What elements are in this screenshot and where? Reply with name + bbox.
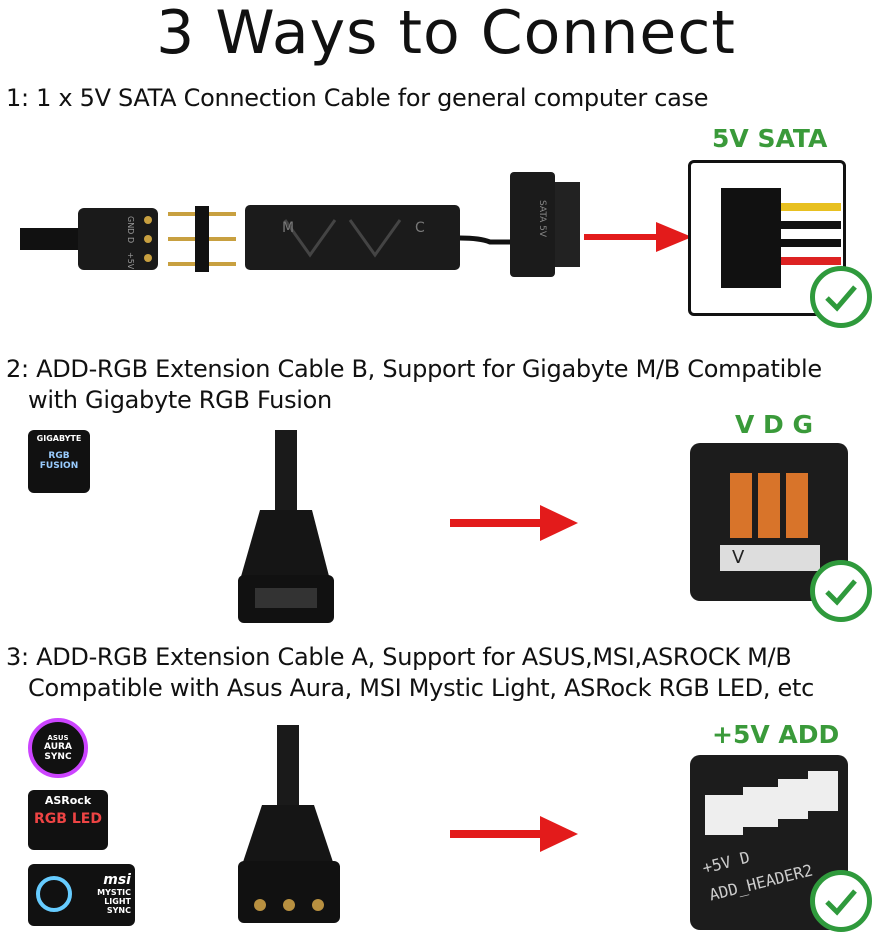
rgb-connector (78, 208, 158, 270)
check-icon (810, 266, 872, 328)
section-3-heading: 3: ADD-RGB Extension Cable A, Support fo… (6, 643, 792, 671)
section-2-heading: 2: ADD-RGB Extension Cable B, Support fo… (6, 355, 822, 383)
sata-label: 5V SATA (712, 124, 828, 153)
cable (20, 228, 80, 250)
connector-mark-5v: +5V (126, 252, 135, 270)
section-1-heading: 1: 1 x 5V SATA Connection Cable for gene… (6, 84, 709, 112)
sata-plug (510, 172, 555, 277)
arrow-2 (450, 505, 578, 541)
arrow-1 (584, 222, 692, 252)
section-2-subheading: with Gigabyte RGB Fusion (28, 386, 332, 414)
cable-a-connector (238, 725, 340, 923)
section-3-subheading: Compatible with Asus Aura, MSI Mystic Li… (28, 674, 814, 702)
cable-b-connector (238, 430, 334, 623)
color-button: C (415, 220, 425, 236)
arrow-3 (450, 816, 578, 852)
vdg-label: V D G (735, 410, 814, 439)
gigabyte-header-photo: V (690, 443, 848, 601)
5v-add-label: +5V ADD (712, 720, 840, 749)
controller-box (245, 205, 460, 270)
connector-mark-d: D (126, 237, 135, 243)
mode-button: M (282, 220, 294, 236)
page-title: 3 Ways to Connect (156, 0, 736, 68)
sata-plug-label: SATA 5V (537, 200, 547, 238)
gigabyte-rgb-fusion-logo: GIGABYTE RGB FUSION (28, 430, 90, 493)
check-icon (810, 560, 872, 622)
header-mark: V (732, 547, 759, 568)
sata-cable-diagram: GND D +5V M C SATA 5V (20, 172, 580, 277)
pin-header (168, 206, 236, 272)
connector-mark-gnd: GND (126, 216, 135, 234)
check-icon (810, 870, 872, 932)
